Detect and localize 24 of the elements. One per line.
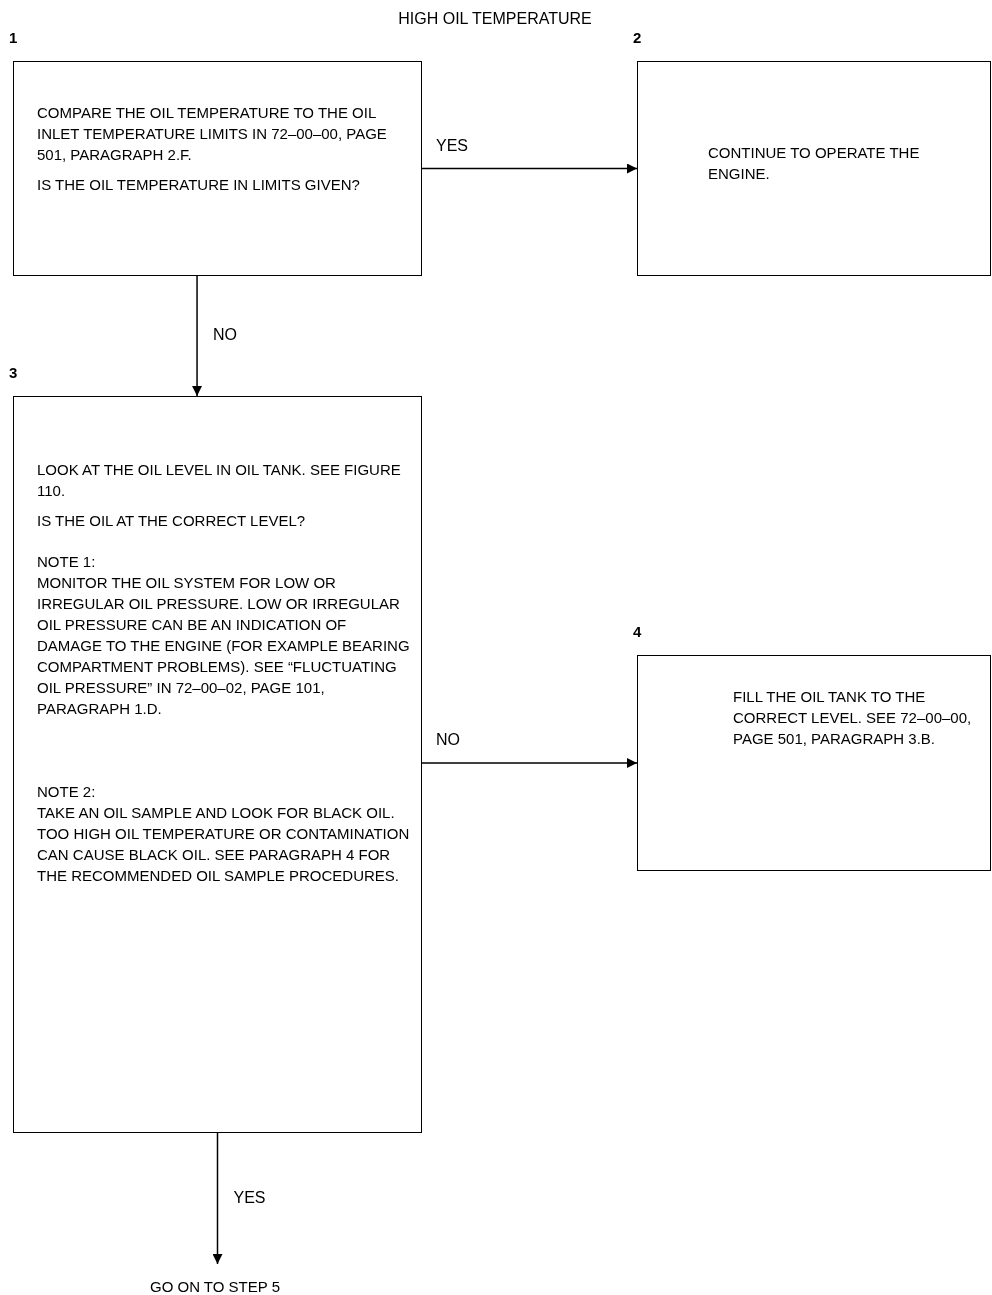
arrow [421, 163, 638, 174]
arrow [421, 758, 638, 768]
process-box [13, 396, 422, 1133]
step-number: 1 [9, 29, 18, 46]
next-step-text: GO ON TO STEP 5 [148, 1277, 281, 1295]
step-text: FILL THE OIL TANK TO THE CORRECT LEVEL. SEE 72–00–00, PAGE 501, PARAGRAPH 3.B. [733, 687, 973, 749]
step-number: 3 [9, 364, 18, 381]
process-box [637, 655, 991, 871]
step-text: COMPARE THE OIL TEMPERATURE TO THE OIL INLET TEMPERATURE LIMITS IN 72–00–00, PAGE 501, PARAGRAPH 2.F. [37, 103, 388, 165]
process-box [13, 61, 422, 276]
step-text: IS THE OIL TEMPERATURE IN LIMITS GIVEN? [37, 175, 361, 195]
step-text: IS THE OIL AT THE CORRECT LEVEL? [37, 511, 307, 531]
step-text: CONTINUE TO OPERATE THE ENGINE. [708, 143, 921, 184]
step-text: MONITOR THE OIL SYSTEM FOR LOW OR IRREGULAR OIL PRESSURE. LOW OR IRREGULAR OIL PRESSURE CAN BE AN INDICATION OF DAMAGE TO THE ENGINE (FOR EXAMPLE BEARING COMPARTMENT PROBLEMS). SEE “FLUCTUATING OIL PRESSURE” IN 72–00–02, PAGE 101, PARAGRAPH 1.D. [37, 573, 411, 719]
step-text: NOTE 2: [37, 782, 97, 802]
step-number: 2 [633, 29, 642, 46]
step-text: NOTE 1: [37, 552, 97, 572]
step-number: 4 [633, 623, 642, 640]
arrow [192, 275, 203, 397]
arrow [212, 1132, 223, 1265]
process-box [637, 61, 991, 276]
step-text: LOOK AT THE OIL LEVEL IN OIL TANK. SEE FIGURE 110. [37, 460, 402, 501]
step-text: TAKE AN OIL SAMPLE AND LOOK FOR BLACK OIL. TOO HIGH OIL TEMPERATURE OR CONTAMINATION CAN CAUSE BLACK OIL. SEE PARAGRAPH 4 FOR THE RECOMMENDED OIL SAMPLE PROCEDURES. [37, 803, 411, 886]
diagram-title: HIGH OIL TEMPERATURE [397, 10, 593, 28]
